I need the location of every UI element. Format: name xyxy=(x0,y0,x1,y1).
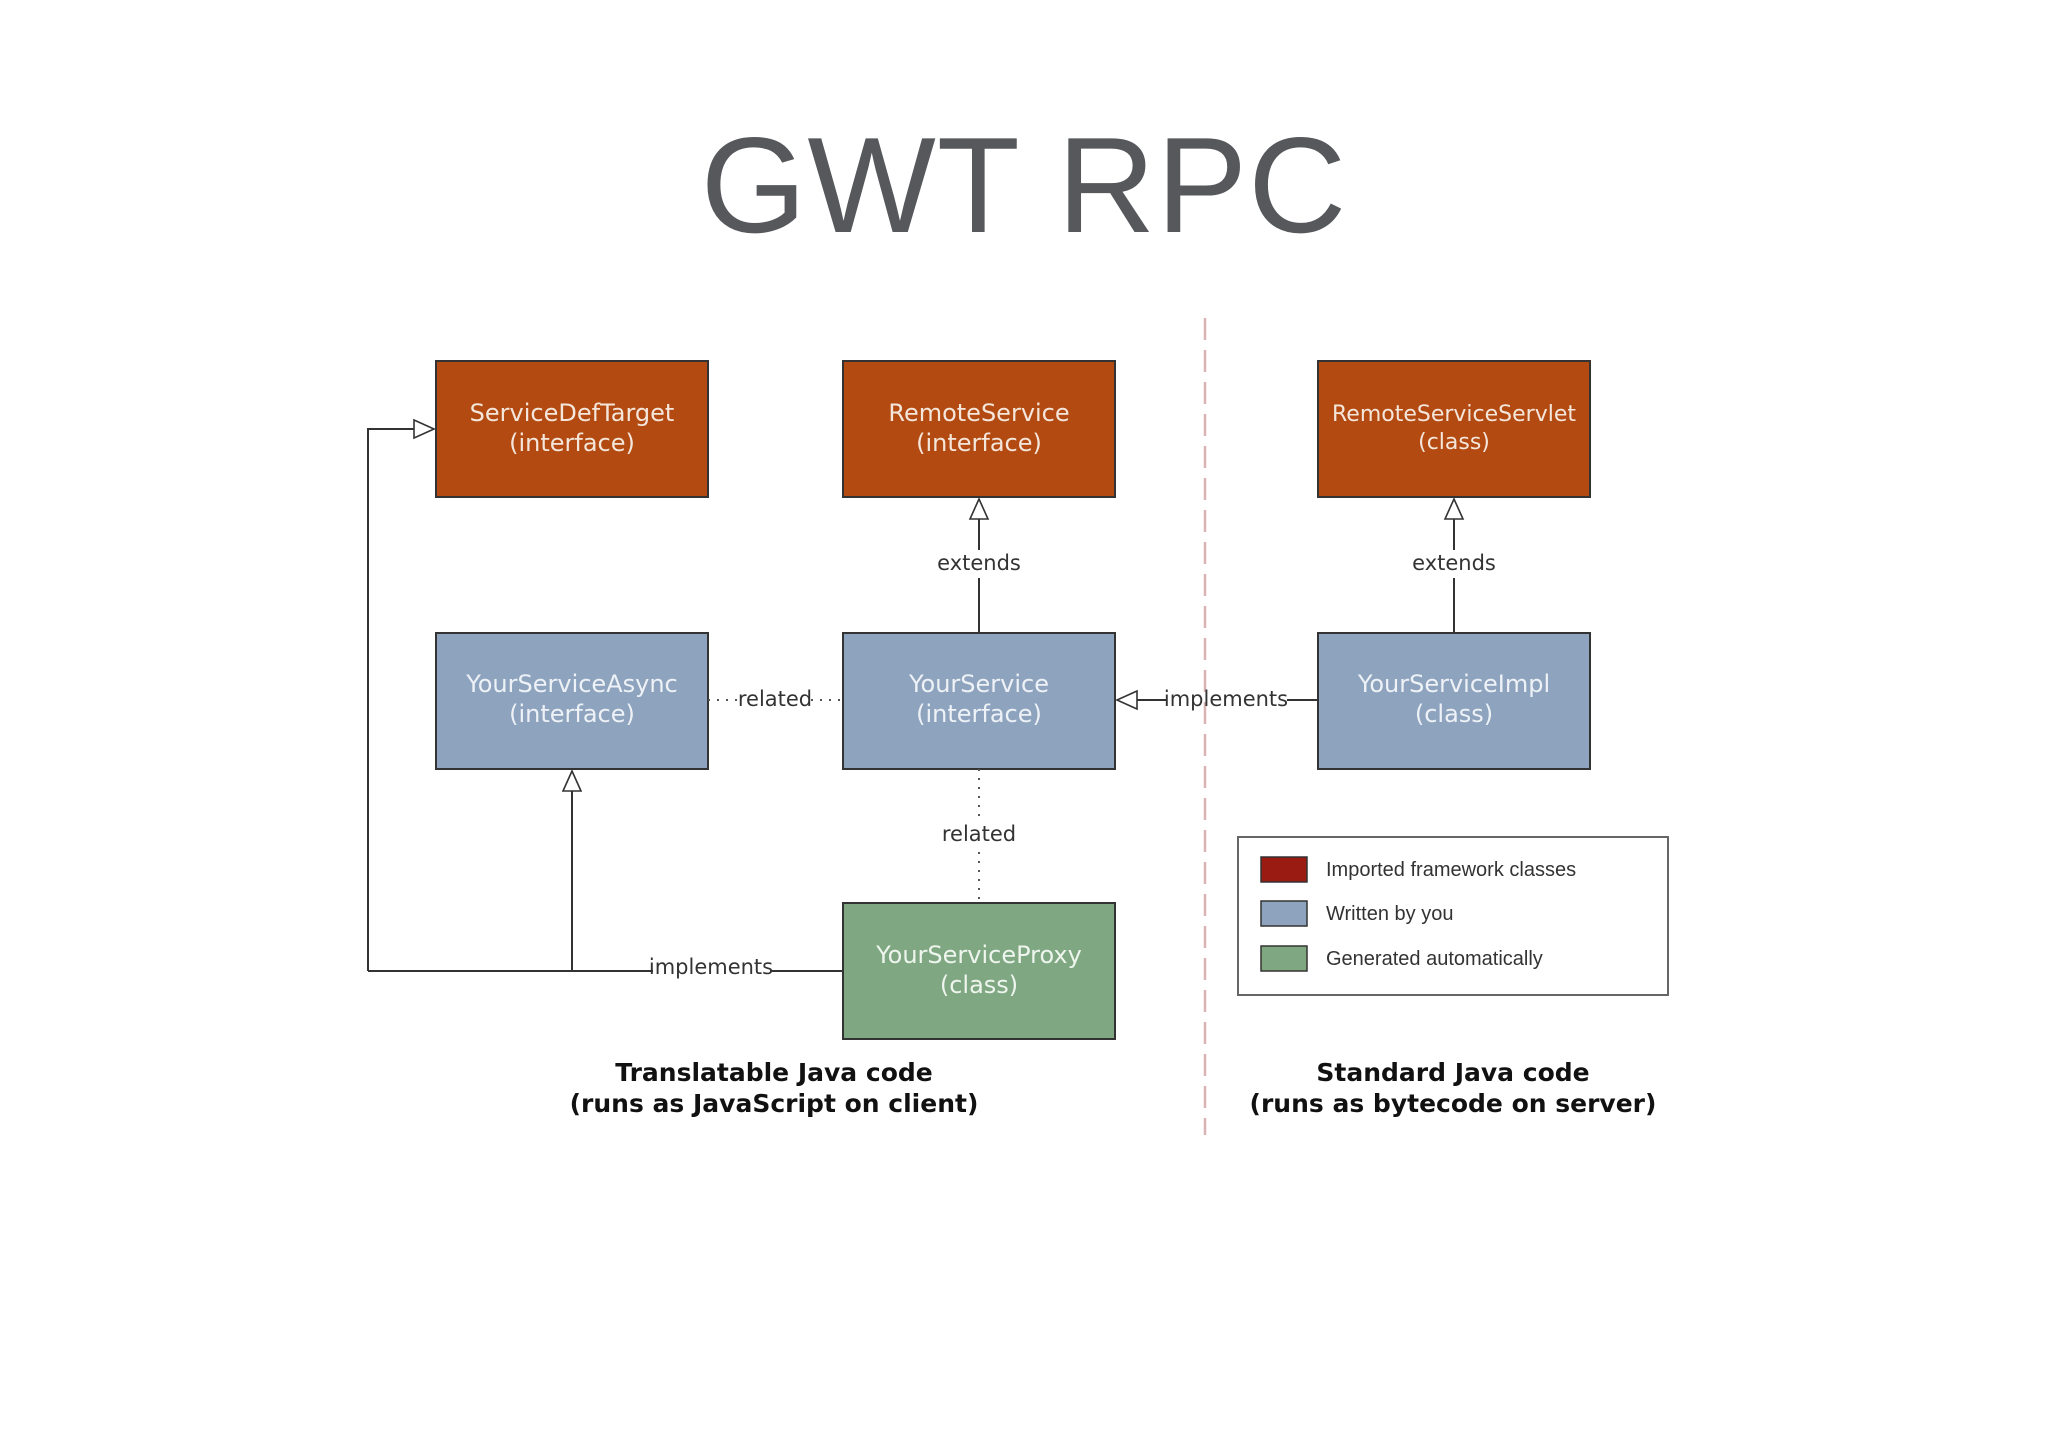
box-your-service-impl xyxy=(1317,632,1591,770)
extends-servlet-label: extends xyxy=(1412,551,1496,575)
your-service-async-kind: (interface) xyxy=(509,700,635,728)
legend-frame xyxy=(1237,836,1669,996)
node-your-service-async: YourServiceAsync (interface) xyxy=(435,632,709,770)
node-remote-service-servlet: RemoteServiceServlet (class) xyxy=(1317,360,1591,498)
implements-impl-label: implements xyxy=(1164,687,1288,711)
box-remote-service-servlet xyxy=(1317,360,1591,498)
box-service-def-target xyxy=(435,360,709,498)
implements-proxy-label: implements xyxy=(649,955,773,979)
edge-implements-proxy: implements xyxy=(367,418,843,979)
legend: Imported framework classes Written by yo… xyxy=(1237,836,1669,996)
related-proxy-label: related xyxy=(942,822,1016,846)
remote-service-servlet-name: RemoteServiceServlet xyxy=(1332,402,1576,427)
extends-remote-label: extends xyxy=(937,551,1021,575)
box-your-service-proxy xyxy=(842,902,1116,1040)
implements-proxy-to-service-def-target xyxy=(367,418,436,971)
legend-label-generated: Generated automatically xyxy=(1326,948,1543,970)
client-section-line2: (runs as JavaScript on client) xyxy=(570,1089,979,1118)
legend-swatch-written xyxy=(1260,900,1308,927)
edge-extends-remote-service: extends xyxy=(937,497,1021,633)
your-service-impl-name: YourServiceImpl xyxy=(1357,670,1550,698)
server-section-line2: (runs as bytecode on server) xyxy=(1250,1089,1657,1118)
your-service-async-name: YourServiceAsync xyxy=(465,670,677,698)
edge-extends-servlet: extends xyxy=(1412,497,1496,633)
client-section-line1: Translatable Java code xyxy=(615,1058,932,1087)
legend-label-written: Written by you xyxy=(1326,903,1453,925)
remote-service-name: RemoteService xyxy=(888,399,1069,427)
service-def-target-kind: (interface) xyxy=(509,429,635,457)
box-remote-service xyxy=(842,360,1116,498)
node-your-service: YourService (interface) xyxy=(842,632,1116,770)
legend-swatch-imported xyxy=(1260,856,1308,883)
box-your-service-async xyxy=(435,632,709,770)
your-service-impl-kind: (class) xyxy=(1415,700,1493,728)
your-service-proxy-name: YourServiceProxy xyxy=(875,941,1082,969)
related-async-label: related xyxy=(738,687,812,711)
your-service-name: YourService xyxy=(908,670,1049,698)
legend-swatch-generated xyxy=(1260,945,1308,972)
remote-service-kind: (interface) xyxy=(916,429,1042,457)
edge-related-async: related xyxy=(708,687,843,711)
node-your-service-proxy: YourServiceProxy (class) xyxy=(842,902,1116,1040)
node-remote-service: RemoteService (interface) xyxy=(842,360,1116,498)
server-section-line1: Standard Java code xyxy=(1316,1058,1589,1087)
box-your-service xyxy=(842,632,1116,770)
slide-title: GWT RPC xyxy=(700,109,1348,261)
node-service-def-target: ServiceDefTarget (interface) xyxy=(435,360,709,498)
legend-label-imported: Imported framework classes xyxy=(1326,859,1576,881)
edge-implements-impl: implements xyxy=(1115,687,1318,711)
edge-related-proxy: related xyxy=(942,769,1016,903)
service-def-target-name: ServiceDefTarget xyxy=(470,399,675,427)
your-service-kind: (interface) xyxy=(916,700,1042,728)
remote-service-servlet-kind: (class) xyxy=(1418,430,1490,455)
node-your-service-impl: YourServiceImpl (class) xyxy=(1317,632,1591,770)
your-service-proxy-kind: (class) xyxy=(940,971,1018,999)
